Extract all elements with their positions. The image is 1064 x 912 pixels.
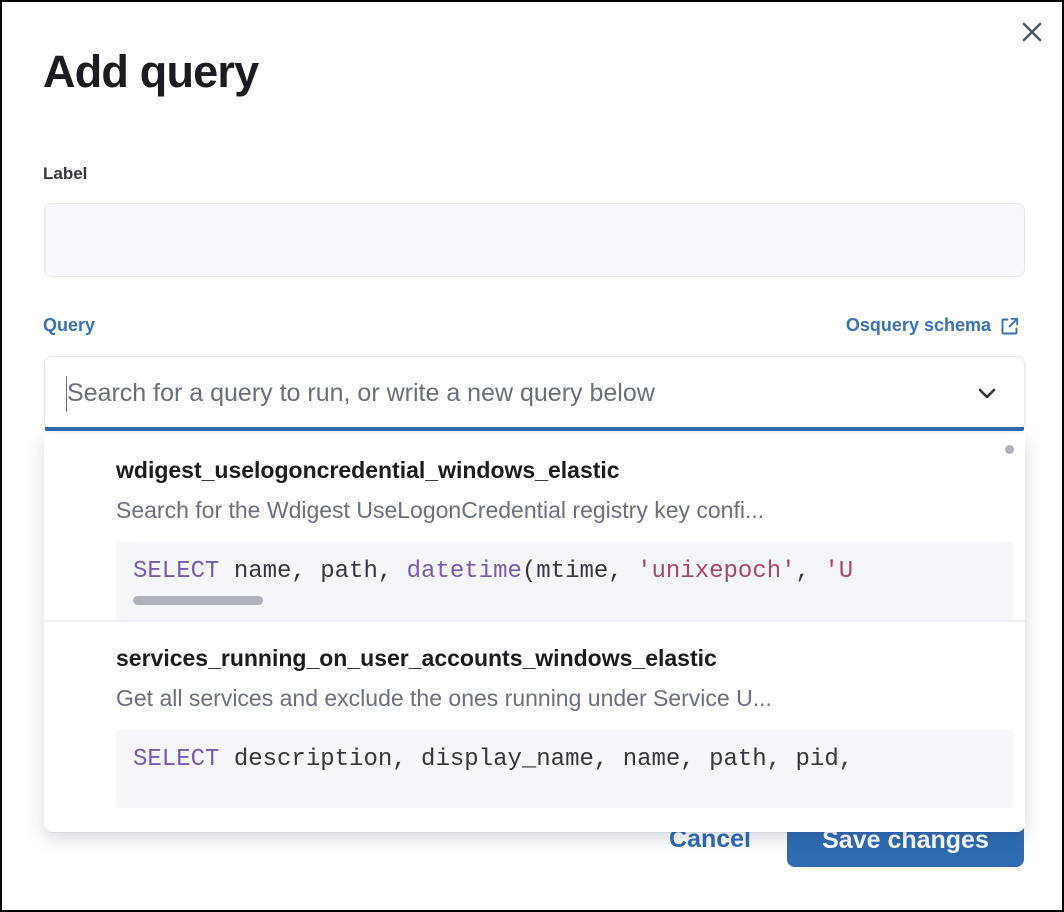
code-scroll-thumb[interactable]: [133, 596, 263, 606]
code-token: (mtime,: [521, 557, 638, 585]
query-combobox[interactable]: [44, 356, 1025, 431]
suggestion-code-block: SELECT description, display_name, name, …: [116, 729, 1013, 809]
dropdown-scrollbar[interactable]: [1005, 445, 1014, 454]
code-scroll-track[interactable]: [116, 588, 1013, 610]
code-token: 'U: [824, 557, 854, 585]
page-title: Add query: [43, 46, 259, 97]
code-line: SELECT description, display_name, name, …: [116, 744, 1013, 776]
external-link-icon: [1000, 316, 1020, 336]
osquery-schema-link[interactable]: Osquery schema: [846, 315, 1020, 336]
code-token: name, path,: [219, 557, 407, 585]
code-line: SELECT name, path, datetime(mtime, 'unix…: [116, 556, 1013, 588]
suggestion-title: services_running_on_user_accounts_window…: [116, 645, 717, 672]
suggestion-option[interactable]: wdigest_uselogoncredential_windows_elast…: [44, 434, 1025, 621]
chevron-down-icon[interactable]: [972, 378, 1002, 408]
close-icon: [1021, 21, 1043, 43]
query-search-input[interactable]: [67, 357, 967, 429]
osquery-schema-link-label: Osquery schema: [845, 315, 991, 335]
code-token: SELECT: [133, 745, 220, 773]
close-button[interactable]: [1014, 14, 1050, 50]
code-token: ,: [795, 557, 825, 585]
suggestion-description: Search for the Wdigest UseLogonCredentia…: [116, 496, 765, 523]
suggestion-title: wdigest_uselogoncredential_windows_elast…: [116, 457, 620, 483]
suggestion-option[interactable]: services_running_on_user_accounts_window…: [44, 620, 1025, 809]
label-field-label: Label: [43, 164, 88, 183]
code-token: description, display_name, name, path, p…: [219, 745, 854, 773]
query-suggestions-dropdown[interactable]: wdigest_uselogoncredential_windows_elast…: [44, 434, 1025, 832]
label-input[interactable]: [44, 203, 1025, 277]
code-token: SELECT: [133, 557, 220, 585]
code-token: 'unixepoch': [637, 557, 796, 585]
suggestion-list: wdigest_uselogoncredential_windows_elast…: [44, 434, 1025, 809]
code-scroll-track[interactable]: [116, 776, 1013, 798]
suggestion-code-block: SELECT name, path, datetime(mtime, 'unix…: [116, 541, 1013, 621]
query-field-label: Query: [43, 315, 96, 335]
code-token: datetime: [406, 557, 522, 585]
suggestion-description: Get all services and exclude the ones ru…: [116, 684, 772, 711]
text-cursor: [66, 376, 67, 412]
combobox-focus-underline: [45, 427, 1024, 431]
